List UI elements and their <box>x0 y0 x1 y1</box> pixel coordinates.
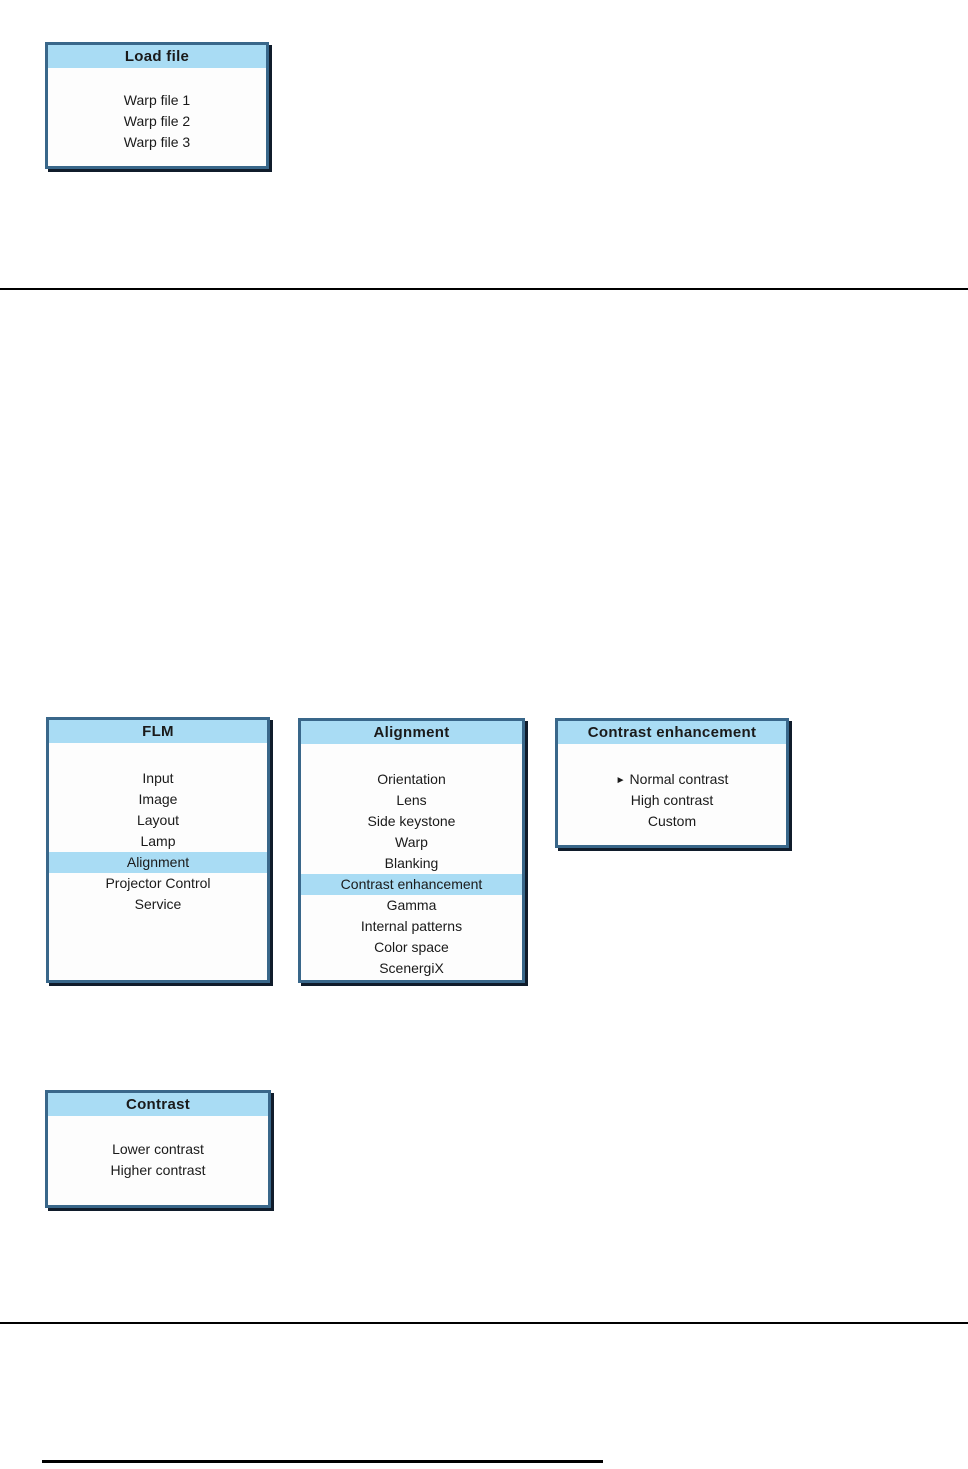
menu-item-warp[interactable]: Warp <box>301 832 522 853</box>
menu-item-layout[interactable]: Layout <box>49 810 267 831</box>
menu-item-lamp[interactable]: Lamp <box>49 831 267 852</box>
section-divider-top <box>0 288 968 290</box>
menu-item-label: Layout <box>136 812 180 828</box>
menu-item-alignment[interactable]: Alignment <box>49 852 267 873</box>
selected-arrow-icon: ► <box>615 775 626 786</box>
menu-item-label: Orientation <box>377 771 446 787</box>
menu-title-contrast-enhancement: Contrast enhancement <box>558 721 786 744</box>
menu-item-label: Side keystone <box>367 813 456 829</box>
menu-item-label: Lens <box>396 792 427 808</box>
menu-item-label: Input <box>142 770 174 786</box>
menu-item-side-keystone[interactable]: Side keystone <box>301 811 522 832</box>
section-divider-middle <box>0 1322 968 1324</box>
menu-item-input[interactable]: Input <box>49 768 267 789</box>
menu-item-label: Gamma <box>386 897 437 913</box>
menu-item-label: Warp file 3 <box>123 134 191 150</box>
menu-item-label: Alignment <box>126 854 190 870</box>
menu-item-color-space[interactable]: Color space <box>301 937 522 958</box>
menu-item-service[interactable]: Service <box>49 894 267 915</box>
menu-item-label: Warp <box>395 834 428 850</box>
menu-item-label: Projector Control <box>105 875 211 891</box>
menu-item-label: Blanking <box>384 855 439 871</box>
menu-item-orientation[interactable]: Orientation <box>301 769 522 790</box>
menu-item-warp-file-2[interactable]: Warp file 2 <box>48 111 266 132</box>
menu-item-lens[interactable]: Lens <box>301 790 522 811</box>
menu-body: Warp file 1 Warp file 2 Warp file 3 <box>48 68 266 153</box>
menu-item-lower-contrast[interactable]: Lower contrast <box>48 1139 268 1160</box>
menu-item-image[interactable]: Image <box>49 789 267 810</box>
menu-item-label: Contrast enhancement <box>340 876 483 892</box>
menu-title-load-file: Load file <box>48 45 266 68</box>
menu-item-label: Higher contrast <box>110 1162 206 1178</box>
menu-item-contrast-enhancement[interactable]: Contrast enhancement <box>301 874 522 895</box>
menu-title-alignment: Alignment <box>301 721 522 744</box>
menu-item-label: Image <box>138 791 178 807</box>
menu-item-label: Service <box>134 896 182 912</box>
menu-item-label: Color space <box>374 939 449 955</box>
menu-item-label: Lower contrast <box>112 1141 204 1157</box>
menu-item-label: Custom <box>647 813 697 829</box>
menu-item-normal-contrast[interactable]: ►Normal contrast <box>558 769 786 790</box>
menu-item-label: Lamp <box>140 833 176 849</box>
menu-title-contrast: Contrast <box>48 1093 268 1116</box>
menu-item-internal-patterns[interactable]: Internal patterns <box>301 916 522 937</box>
menu-item-label: ScenergiX <box>379 960 444 976</box>
menu-item-label: Normal contrast <box>629 771 729 787</box>
footnote-divider <box>42 1460 603 1463</box>
menu-item-gamma[interactable]: Gamma <box>301 895 522 916</box>
menu-item-label: High contrast <box>630 792 714 808</box>
menu-item-projector-control[interactable]: Projector Control <box>49 873 267 894</box>
menu-item-warp-file-1[interactable]: Warp file 1 <box>48 90 266 111</box>
menu-item-label: Warp file 1 <box>123 92 191 108</box>
menu-item-blanking[interactable]: Blanking <box>301 853 522 874</box>
menu-item-high-contrast[interactable]: High contrast <box>558 790 786 811</box>
menu-item-label: Internal patterns <box>360 918 463 934</box>
menu-item-label: Warp file 2 <box>123 113 191 129</box>
menu-title-flm: FLM <box>49 720 267 743</box>
menu-item-warp-file-3[interactable]: Warp file 3 <box>48 132 266 153</box>
menu-item-scenergix[interactable]: ScenergiX <box>301 958 522 979</box>
menu-item-higher-contrast[interactable]: Higher contrast <box>48 1160 268 1181</box>
menu-item-custom[interactable]: Custom <box>558 811 786 832</box>
